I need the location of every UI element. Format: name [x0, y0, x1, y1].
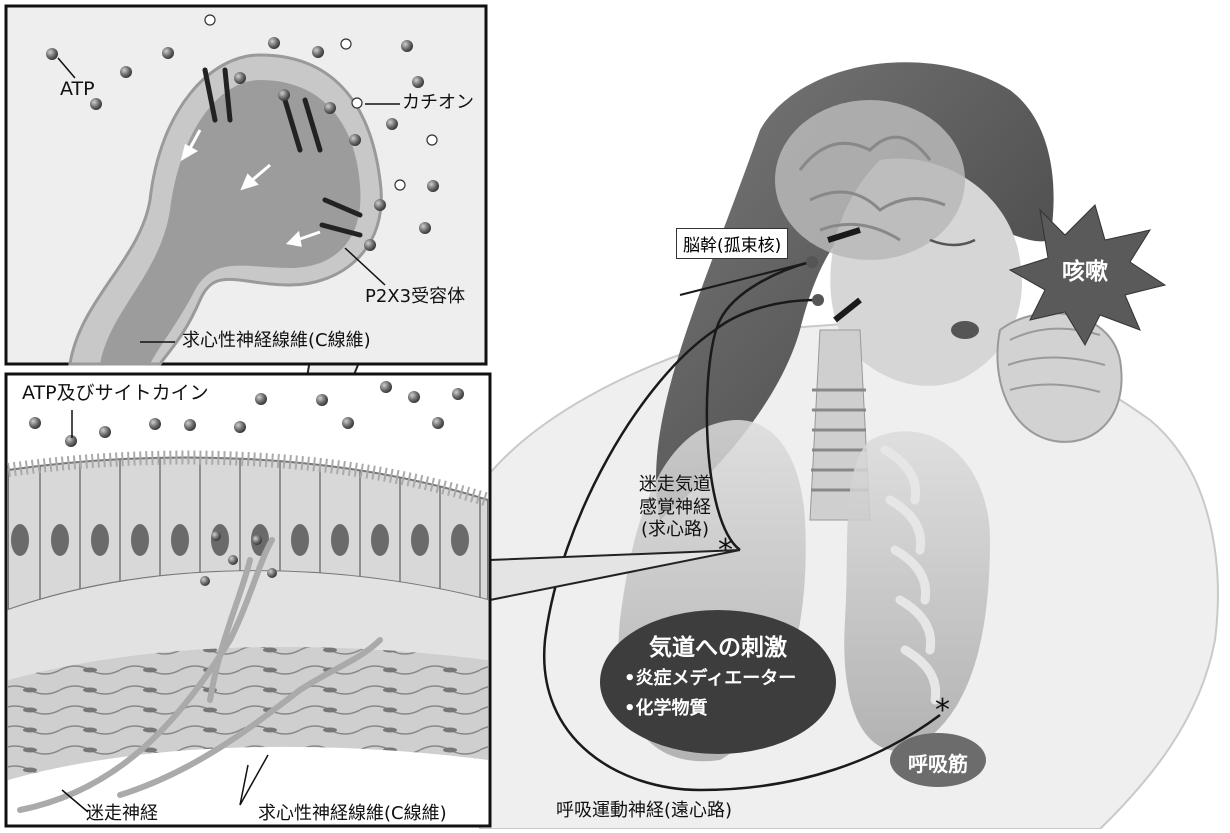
inset-top	[6, 6, 486, 364]
label-cation: カチオン	[402, 92, 474, 114]
brain	[775, 100, 965, 260]
label-vagus: 迷走神経	[86, 803, 158, 825]
muscle-asterisk: *	[935, 693, 950, 728]
inset-bottom	[6, 374, 490, 826]
label-p2x3-receptor: P2X3受容体	[365, 286, 465, 308]
label-respiratory-muscle: 呼吸筋	[898, 748, 978, 777]
label-afferent-line1: 迷走気道	[620, 474, 730, 497]
label-stimulus-item1: •炎症メディエーター	[624, 664, 796, 690]
label-brainstem: 脳幹(孤束核)	[676, 228, 788, 259]
label-afferent-nerve: 迷走気道 感覚神経 (求心路)	[620, 474, 730, 542]
label-stimulus-title: 気道への刺激	[620, 628, 816, 662]
label-afferent-fiber-bottom: 求心性神経線維(C線維)	[258, 803, 447, 825]
label-atp: ATP	[60, 78, 95, 101]
label-efferent-nerve: 呼吸運動神経(遠心路)	[556, 800, 732, 822]
label-cough: 咳嗽	[1062, 252, 1108, 286]
label-stimulus-item2: •化学物質	[624, 694, 708, 720]
label-afferent-line2: 感覚神経	[620, 497, 730, 520]
label-atp-cytokine: ATP及びサイトカイン	[22, 382, 209, 405]
label-afferent-fiber-top: 求心性神経線維(C線維)	[182, 330, 371, 352]
label-afferent-line3: (求心路)	[620, 519, 730, 542]
patient-figure	[470, 62, 1218, 829]
